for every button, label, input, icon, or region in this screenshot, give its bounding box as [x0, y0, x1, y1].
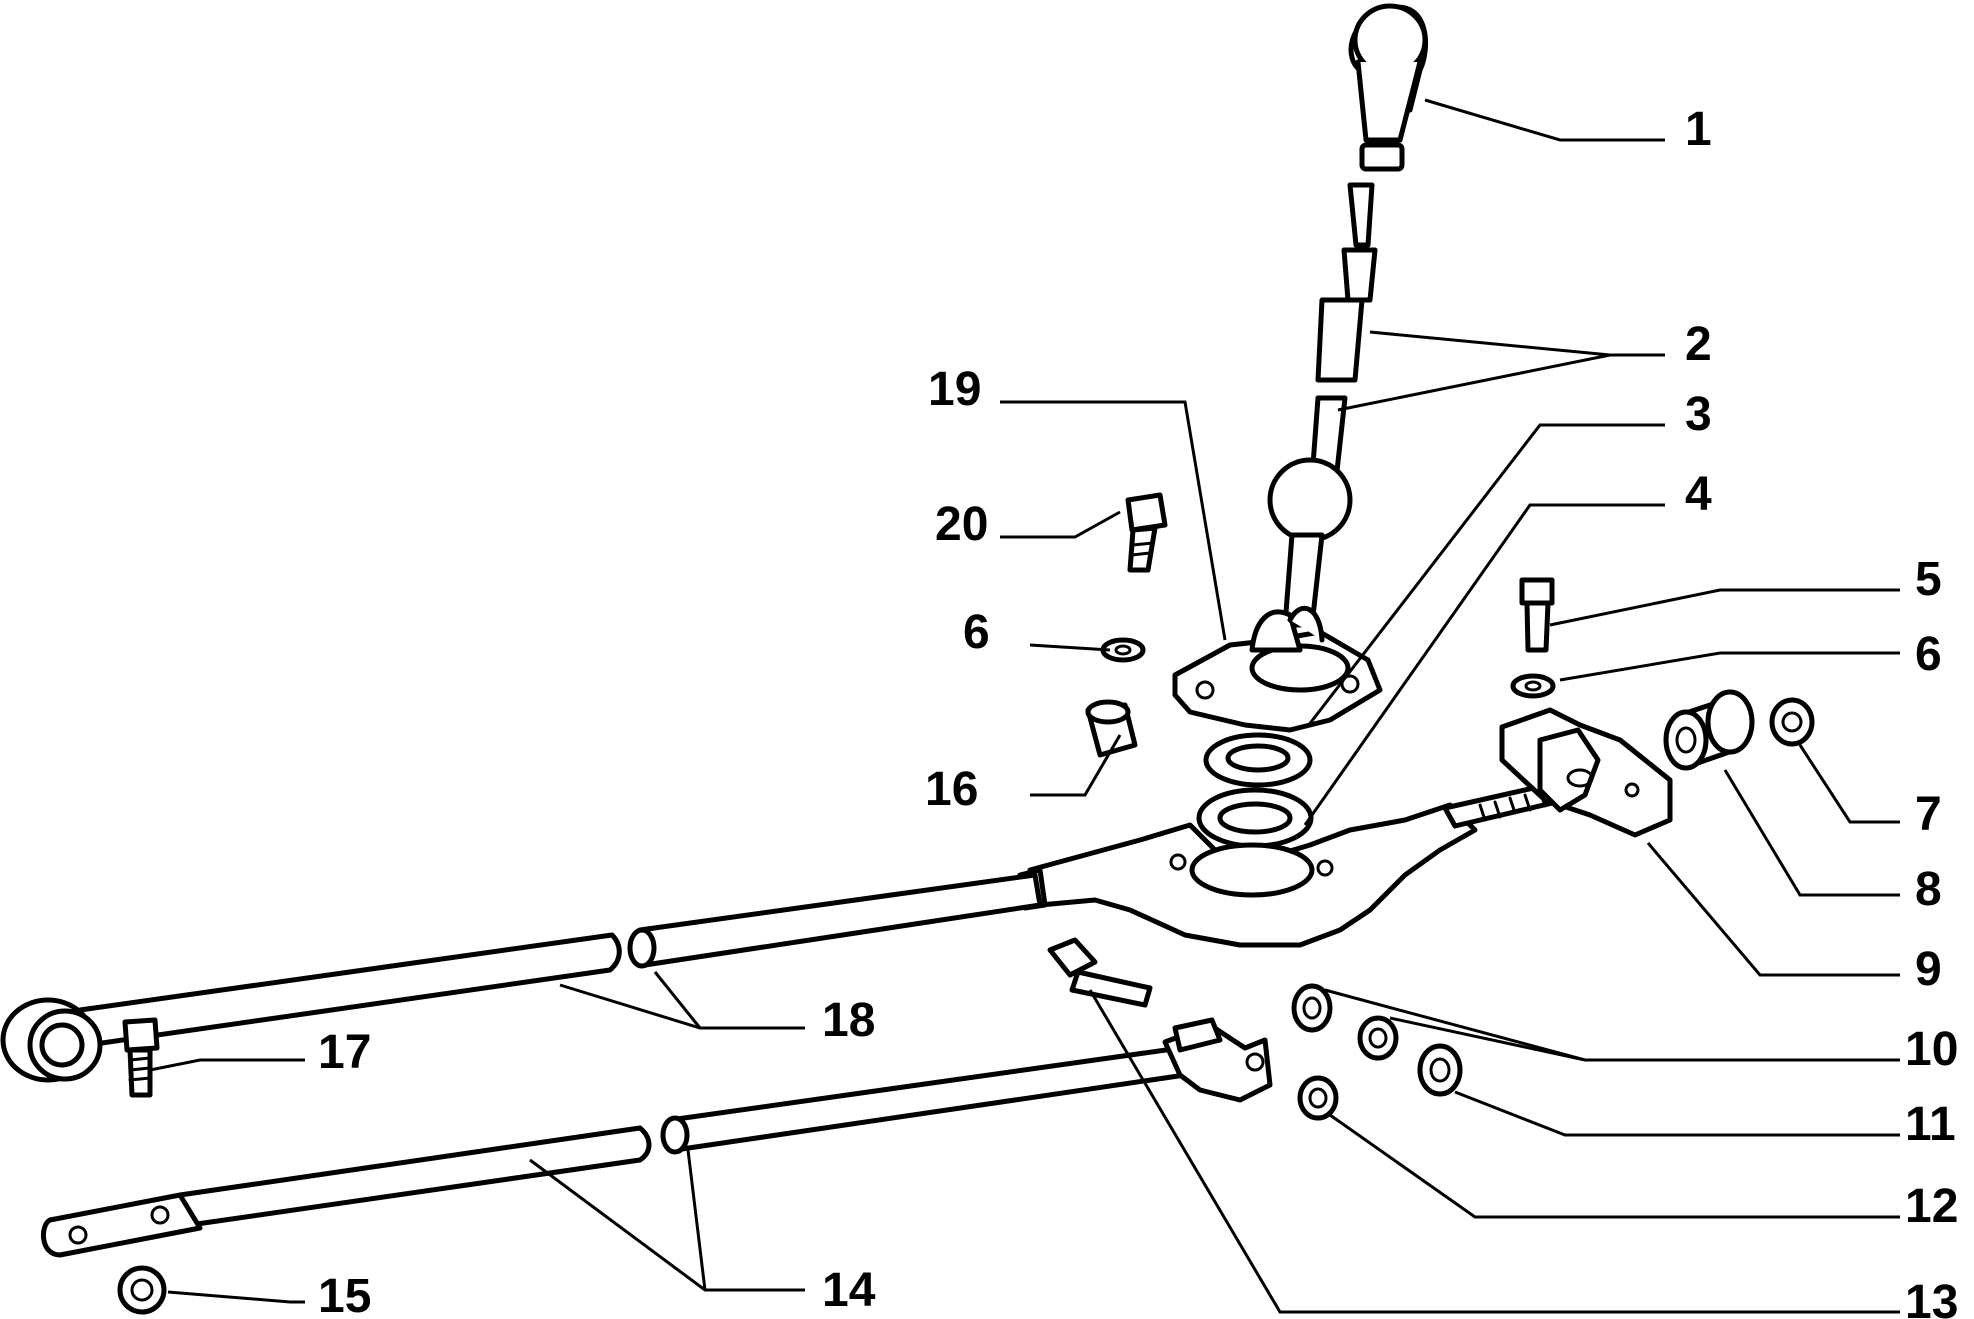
callout-2: 2	[1685, 318, 1712, 371]
part-1-knob	[1348, 3, 1428, 172]
callout-18: 18	[822, 994, 875, 1047]
part-16-nut	[1085, 699, 1138, 758]
callout-5: 5	[1915, 553, 1942, 606]
part-8-bushing	[1663, 689, 1755, 771]
callout-6-right: 6	[1915, 628, 1942, 681]
part-9-bracket	[1499, 707, 1673, 838]
part-10-bushes	[1291, 983, 1399, 1061]
callout-13: 13	[1905, 1276, 1958, 1319]
callout-17: 17	[318, 1026, 371, 1079]
callout-12: 12	[1905, 1180, 1958, 1233]
callout-4: 4	[1685, 468, 1712, 521]
callout-8: 8	[1915, 863, 1942, 916]
part-15-nut	[117, 1265, 167, 1315]
part-5-bolt	[1519, 577, 1555, 653]
part-18-rod	[77, 867, 1048, 1048]
part-11-washer	[1417, 1043, 1463, 1097]
part-6-washer-right	[1510, 673, 1556, 699]
callout-14: 14	[822, 1264, 876, 1317]
callout-20: 20	[935, 498, 988, 551]
callout-labels: 1 2 3 4 5 6 7 8 9 10 11 12 13 14 15 16 1…	[318, 103, 1958, 1319]
part-2-lever	[1267, 182, 1378, 628]
callout-10: 10	[1905, 1023, 1958, 1076]
rod-end-bush	[0, 997, 103, 1083]
part-20-bolt	[1125, 492, 1168, 573]
callout-9: 9	[1915, 943, 1942, 996]
part-7-nut	[1769, 697, 1815, 747]
part-12-nut	[1297, 1075, 1339, 1121]
rod-clevis	[1162, 1017, 1273, 1103]
callout-7: 7	[1915, 788, 1942, 841]
part-4-seal	[1196, 787, 1314, 849]
callout-19: 19	[928, 363, 981, 416]
callout-3: 3	[1685, 388, 1712, 441]
callout-16: 16	[925, 763, 978, 816]
callout-11: 11	[1905, 1098, 1956, 1151]
part-3-ring	[1203, 732, 1313, 788]
part-13-bolt	[1047, 937, 1153, 1008]
callout-6-left: 6	[963, 606, 990, 659]
callout-15: 15	[318, 1270, 371, 1319]
part-19-base-plate	[1172, 606, 1383, 733]
leader-lines	[149, 98, 1900, 1314]
part-17-bolt	[122, 1017, 160, 1098]
callout-1: 1	[1685, 103, 1712, 156]
